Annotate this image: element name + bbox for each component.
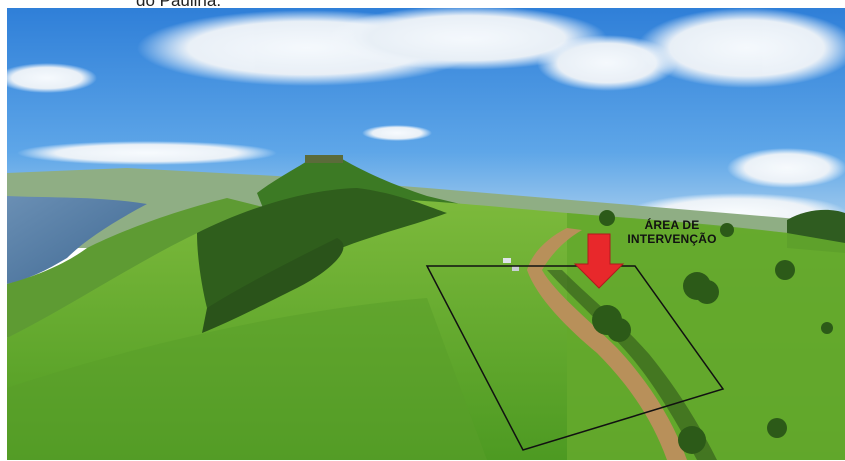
dirt-road [527,228,687,460]
aerial-photo [7,8,845,460]
trees [592,210,833,454]
intervention-area-outline [425,265,725,451]
clouds [7,8,845,233]
caption-fragment: do Paulina. [136,0,222,10]
red-arrow-icon [573,233,625,289]
intervention-area-label: ÁREA DE INTERVENÇÃO [622,218,722,246]
lake [7,196,147,284]
label-line-2: INTERVENÇÃO [627,232,717,246]
label-line-1: ÁREA DE [644,218,700,232]
